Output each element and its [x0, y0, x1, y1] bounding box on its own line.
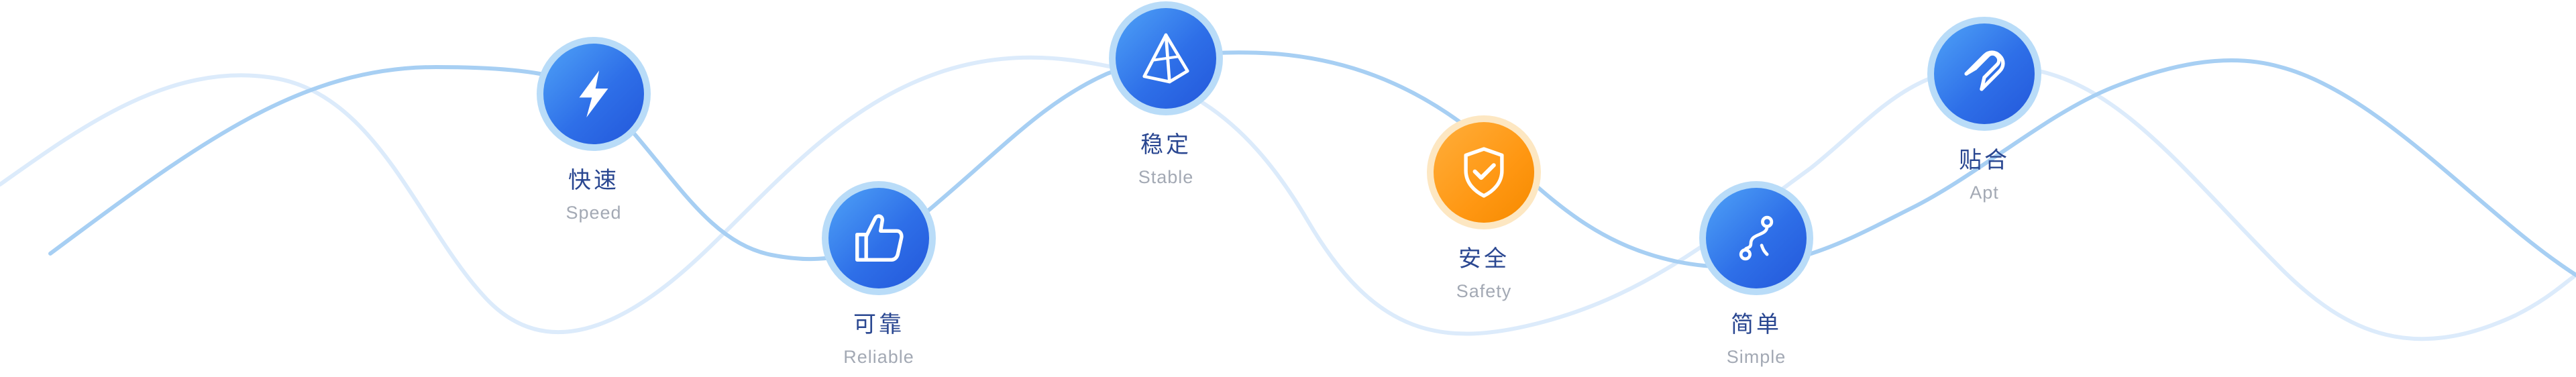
feature-badge	[822, 181, 936, 295]
lightning-icon	[579, 70, 608, 117]
wave-light	[0, 55, 2576, 341]
feature-label-en: Stable	[1138, 167, 1194, 187]
feature-label-cn: 简单	[1731, 311, 1782, 338]
feature-label-cn: 贴合	[1959, 147, 2010, 174]
feature-label-cn: 可靠	[853, 311, 904, 338]
thumbs-up-icon	[855, 214, 904, 262]
feature-label-en: Apt	[1970, 182, 1999, 203]
feature-badge	[1699, 181, 1813, 295]
feature-simple: 简单 Simple	[1696, 181, 1817, 368]
feature-label-en: Simple	[1726, 347, 1786, 367]
path-icon	[1739, 215, 1774, 261]
feature-label-cn: 快速	[568, 167, 619, 194]
feature-apt: 贴合 Apt	[1924, 17, 2045, 203]
feature-badge	[537, 37, 651, 151]
feature-label-en: Speed	[566, 203, 622, 223]
feature-label-en: Reliable	[843, 347, 914, 367]
feature-badge	[1427, 115, 1541, 229]
feature-stable: 稳定 Stable	[1106, 1, 1226, 188]
feature-speed: 快速 Speed	[533, 37, 654, 223]
feature-label-cn: 安全	[1458, 246, 1509, 272]
feature-reliable: 可靠 Reliable	[818, 181, 939, 368]
feature-badge	[1109, 1, 1223, 115]
magnet-icon	[1964, 50, 2005, 91]
wave-dark	[48, 50, 2576, 277]
feature-label-en: Safety	[1456, 281, 1512, 301]
shield-check-icon	[1464, 147, 1504, 198]
pyramid-icon	[1142, 33, 1189, 84]
feature-label-cn: 稳定	[1140, 131, 1191, 158]
feature-badge	[1927, 17, 2041, 131]
feature-safety: 安全 Safety	[1424, 115, 1544, 302]
